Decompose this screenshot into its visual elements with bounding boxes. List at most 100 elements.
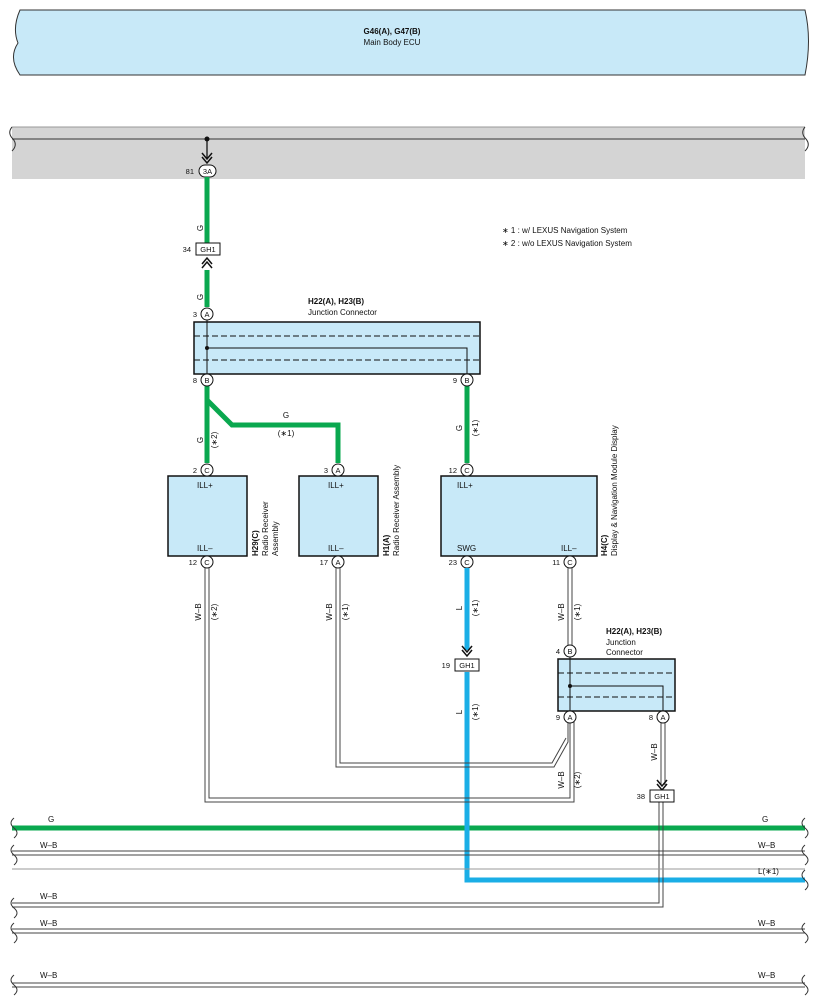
svg-text:(∗2): (∗2) [210, 431, 219, 448]
svg-text:3: 3 [324, 466, 328, 475]
svg-text:A: A [335, 558, 340, 567]
note-2: ∗ 2 : w/o LEXUS Navigation System [502, 239, 632, 248]
svg-text:17: 17 [320, 558, 328, 567]
svg-text:G: G [762, 815, 768, 824]
svg-text:(∗1): (∗1) [278, 429, 295, 438]
svg-text:ILL–: ILL– [197, 544, 213, 553]
display-navigation-h4 [440, 475, 598, 557]
svg-text:C: C [567, 558, 573, 567]
svg-text:G: G [196, 225, 205, 231]
note-1: ∗ 1 : w/ LEXUS Navigation System [502, 226, 628, 235]
svg-text:8: 8 [649, 713, 653, 722]
svg-text:B: B [567, 647, 572, 656]
svg-text:(∗1): (∗1) [471, 703, 480, 720]
svg-text:Junction: Junction [606, 638, 636, 647]
break-marks [10, 817, 809, 996]
svg-text:W–B: W–B [758, 919, 775, 928]
svg-text:H4(C): H4(C) [600, 534, 609, 556]
svg-text:(∗2): (∗2) [573, 771, 582, 788]
svg-text:4: 4 [556, 647, 560, 656]
svg-text:W–B: W–B [557, 771, 566, 788]
svg-text:8: 8 [193, 376, 197, 385]
svg-text:Assembly: Assembly [271, 521, 280, 556]
svg-text:ILL–: ILL– [561, 544, 577, 553]
svg-text:C: C [204, 558, 210, 567]
svg-text:Display & Navigation Module Di: Display & Navigation Module Display [610, 425, 619, 556]
svg-text:H1(A): H1(A) [382, 534, 391, 556]
svg-text:(∗2): (∗2) [210, 603, 219, 620]
svg-text:A: A [567, 713, 572, 722]
green-wires [12, 177, 805, 831]
svg-text:81: 81 [186, 167, 194, 176]
svg-text:(∗1): (∗1) [471, 599, 480, 616]
svg-text:W–B: W–B [650, 743, 659, 760]
svg-text:L: L [455, 709, 464, 714]
svg-text:W–B: W–B [40, 841, 57, 850]
svg-text:W–B: W–B [40, 971, 57, 980]
svg-text:SWG: SWG [457, 544, 476, 553]
svg-text:C: C [204, 466, 210, 475]
ecu-box [13, 9, 809, 76]
svg-text:A: A [204, 310, 209, 319]
radio-receiver-h1 [298, 475, 379, 557]
svg-text:B: B [204, 376, 209, 385]
svg-text:W–B: W–B [758, 841, 775, 850]
junction-top-name: Junction Connector [308, 308, 377, 317]
junction-connector-bottom [557, 658, 676, 712]
svg-text:9: 9 [453, 376, 457, 385]
svg-text:W–B: W–B [325, 603, 334, 620]
junction-bottom-title: H22(A), H23(B) [606, 627, 662, 636]
svg-text:B: B [464, 376, 469, 385]
svg-text:3: 3 [193, 310, 197, 319]
svg-text:12: 12 [449, 466, 457, 475]
svg-text:A: A [660, 713, 665, 722]
bus-lines [12, 850, 805, 988]
svg-text:12: 12 [189, 558, 197, 567]
ecu-title: G46(A), G47(B) [364, 27, 421, 36]
svg-text:9: 9 [556, 713, 560, 722]
svg-text:W–B: W–B [194, 603, 203, 620]
svg-text:2: 2 [193, 466, 197, 475]
svg-text:(∗1): (∗1) [471, 419, 480, 436]
radio-receiver-h29 [167, 475, 248, 557]
svg-text:C: C [464, 466, 470, 475]
svg-text:GH1: GH1 [200, 245, 215, 254]
svg-text:W–B: W–B [557, 603, 566, 620]
svg-text:(∗1): (∗1) [341, 603, 350, 620]
junction-top-title: H22(A), H23(B) [308, 297, 364, 306]
svg-text:W–B: W–B [758, 971, 775, 980]
svg-text:19: 19 [442, 661, 450, 670]
svg-text:11: 11 [552, 558, 560, 567]
svg-text:(∗1): (∗1) [573, 603, 582, 620]
blue-wire [464, 568, 805, 883]
svg-text:23: 23 [449, 558, 457, 567]
svg-text:ILL+: ILL+ [457, 481, 473, 490]
svg-text:C: C [464, 558, 470, 567]
connector-gh1-mid [454, 658, 480, 672]
svg-text:G: G [455, 425, 464, 431]
svg-text:GH1: GH1 [654, 792, 669, 801]
svg-text:W–B: W–B [40, 919, 57, 928]
svg-text:Connector: Connector [606, 648, 643, 657]
wb-wires [12, 568, 666, 908]
ground-band [12, 127, 805, 179]
ecu-name: Main Body ECU [364, 38, 421, 47]
svg-text:A: A [335, 466, 340, 475]
svg-text:GH1: GH1 [459, 661, 474, 670]
svg-text:G: G [196, 294, 205, 300]
svg-text:ILL+: ILL+ [197, 481, 213, 490]
svg-text:ILL–: ILL– [328, 544, 344, 553]
svg-text:3A: 3A [203, 167, 212, 176]
svg-text:H29(C): H29(C) [251, 530, 260, 556]
svg-text:Radio Receiver Assembly: Radio Receiver Assembly [392, 465, 401, 556]
svg-text:38: 38 [637, 792, 645, 801]
svg-text:L: L [455, 605, 464, 610]
svg-text:G: G [283, 411, 289, 420]
svg-text:W–B: W–B [40, 892, 57, 901]
svg-text:L(∗1): L(∗1) [758, 867, 779, 876]
svg-text:G: G [196, 437, 205, 443]
svg-text:G: G [48, 815, 54, 824]
connector-gh1-top [195, 242, 221, 256]
svg-text:Radio Receiver: Radio Receiver [261, 501, 270, 556]
